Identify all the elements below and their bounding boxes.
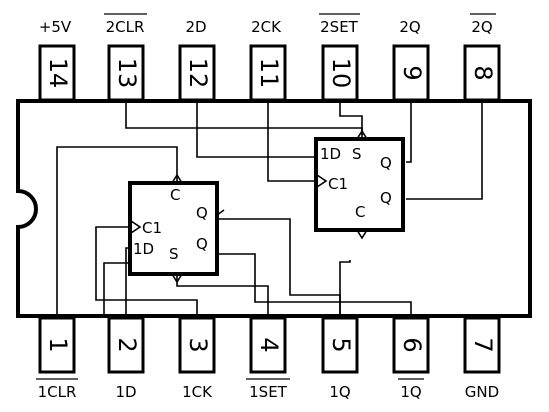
pin-1-label: 1CLR [38,383,77,401]
pin-3-label: 1CK [182,383,213,401]
pin-5-label: 1Q [329,383,350,401]
flipflop-2-set-marker [356,129,368,140]
wire-2q [406,102,412,163]
pin-14-box [38,44,76,102]
pin-13-label: 2CLR [106,18,145,36]
pin-1-number: 1 [44,337,72,352]
flipflop-1-qbar-label: Q [196,235,208,253]
bottom-pins: 1 2 3 4 5 6 7 [38,316,501,374]
flipflop-2-clock-label: C1 [328,175,348,193]
pin-10-number: 10 [327,58,355,89]
pin-11-label: 2CK [251,18,282,36]
pin-5-box [321,316,359,374]
pin-6-box [392,316,430,374]
flipflop-1-clear-marker [171,173,183,184]
pin-4-label: 1SET [249,383,288,401]
flipflop-2-body [314,137,405,232]
flipflop-2-data-label: 1D [320,145,341,163]
wire-1set [176,272,269,316]
pin-3-box [178,316,216,374]
pin-7-box [463,316,501,374]
flipflop-2-clear-marker [356,229,368,240]
flipflop-1-clock-arrow [130,220,142,234]
pin-7-number: 7 [469,337,497,352]
pin-12-label: 2D [185,18,206,36]
flipflop-2-clear-label: C [355,203,365,221]
pin-3-number: 3 [184,337,212,352]
pin-2-box [107,316,145,374]
wire-2set [339,102,363,135]
wire-1ck [95,226,198,316]
bottom-pin-labels: 1CLR 1D 1CK 1SET 1Q 1Q GND [36,378,499,401]
flipflop-1-data-label: 1D [133,240,154,258]
pin-4-number: 4 [255,337,283,352]
chip-body [16,99,532,318]
flipflop-1-set-label: S [169,245,179,263]
pin-2-label: 1D [115,383,136,401]
pin-7-label: GND [465,383,499,401]
top-pin-labels: +5V 2CLR 2D 2CK 2SET 2Q 2Q [39,13,496,36]
flipflop-1-set-marker [171,273,183,284]
flipflop-1-clear-label: C [170,186,180,204]
pin-4-box [249,316,287,374]
flipflop-1-body [128,181,219,276]
pin-13-box [107,44,145,102]
flipflop-1-clock-label: C1 [142,219,162,237]
flipflop-1: C C1 1D S Q Q [128,173,225,284]
pin-9-label: 2Q [399,18,420,36]
pin-8-label: 2Q [471,18,492,36]
pin-5-number: 5 [327,337,355,352]
wire-cross [103,262,133,316]
top-pins: 14 13 12 11 10 9 8 [38,44,501,102]
pin-8-box [463,44,501,102]
flipflop-2: 1D S C1 C Q Q [314,129,405,240]
pin-1-box [38,316,76,374]
pin-6-number: 6 [398,337,426,352]
wire-1qbar [218,253,412,316]
flipflop-2-set-label: S [352,145,362,163]
flipflop-1-q-label: Q [196,204,208,222]
wire-1clr [56,146,178,316]
pin-10-label: 2SET [320,18,359,36]
pin-8-number: 8 [469,65,497,80]
flipflop-2-q-label: Q [380,154,392,172]
pin-11-number: 11 [255,58,283,89]
wire-2d [196,102,318,158]
pin-14-number: 14 [44,58,72,89]
flipflop-2-clock-arrow [316,174,328,188]
pin-12-number: 12 [184,58,212,89]
pin-9-number: 9 [398,65,426,80]
pin-14-label: +5V [39,18,72,36]
flipflop-2-qbar-label: Q [380,189,392,207]
pin-13-number: 13 [113,58,141,89]
flipflop-1-q-marker [216,209,225,216]
wire-1q-stub [339,260,351,316]
wire-2qbar [406,102,483,200]
pin-6-label: 1Q [400,383,421,401]
pin-12-box [178,44,216,102]
wire-2ck [267,102,316,182]
pin-2-number: 2 [113,337,141,352]
